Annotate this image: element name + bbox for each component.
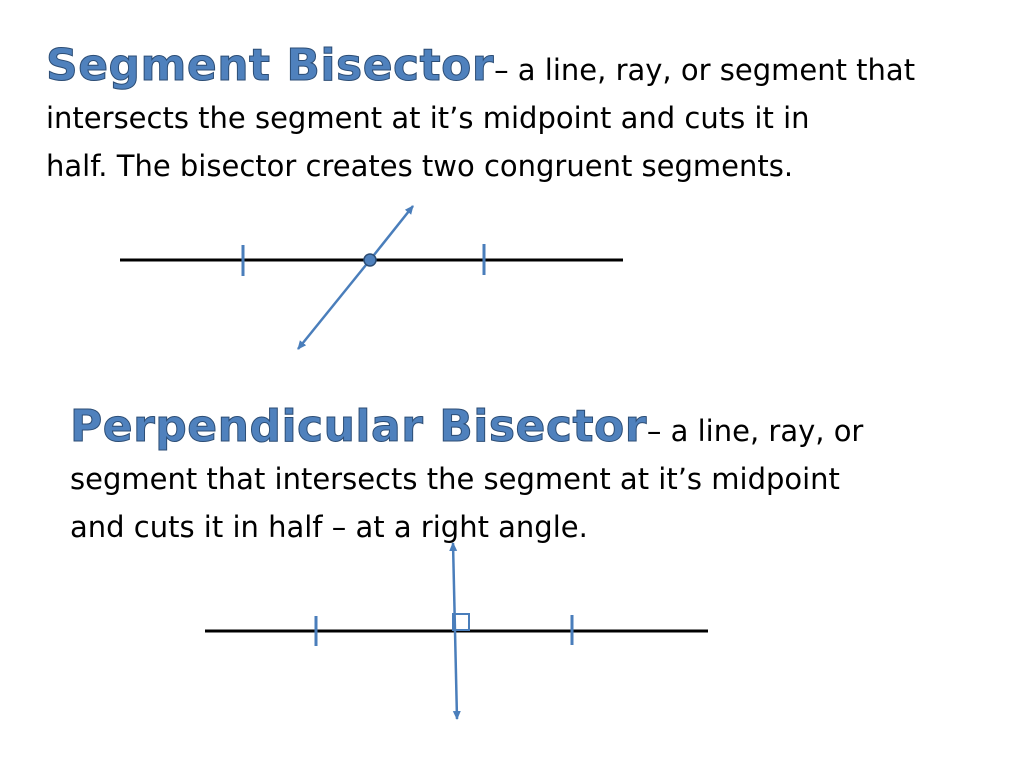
definition-line-1: a line, ray, or — [661, 414, 864, 448]
definition-line-1: a line, ray, or segment that — [508, 53, 916, 87]
definition-line-2: intersects the segment at it’s midpoint … — [46, 101, 810, 135]
perpendicular-bisector-diagram — [205, 542, 708, 720]
segment-bisector-diagram — [120, 205, 623, 350]
perpendicular-ray — [449, 542, 458, 632]
segment-bisector-term: Segment Bisector — [45, 40, 495, 91]
perpendicular-bisector-definition: Perpendicular Bisector– a line, ray, or s… — [70, 401, 1000, 551]
definition-dash: – — [646, 414, 662, 448]
perpendicular-ray — [452, 630, 461, 720]
definition-line-3: half. The bisector creates two congruent… — [46, 149, 794, 183]
definition-line-2: segment that intersects the segment at i… — [70, 462, 840, 496]
perpendicular-bisector-term: Perpendicular Bisector — [70, 401, 647, 452]
definition-dash: – — [494, 53, 509, 87]
bisector-ray — [369, 205, 414, 261]
midpoint-dot — [363, 253, 377, 267]
right-angle-marker — [452, 613, 470, 631]
bisector-ray — [297, 259, 371, 350]
definition-line-3: and cuts it in half – at a right angle. — [70, 510, 588, 544]
segment-bisector-definition: Segment Bisector– a line, ray, or segmen… — [45, 40, 986, 190]
